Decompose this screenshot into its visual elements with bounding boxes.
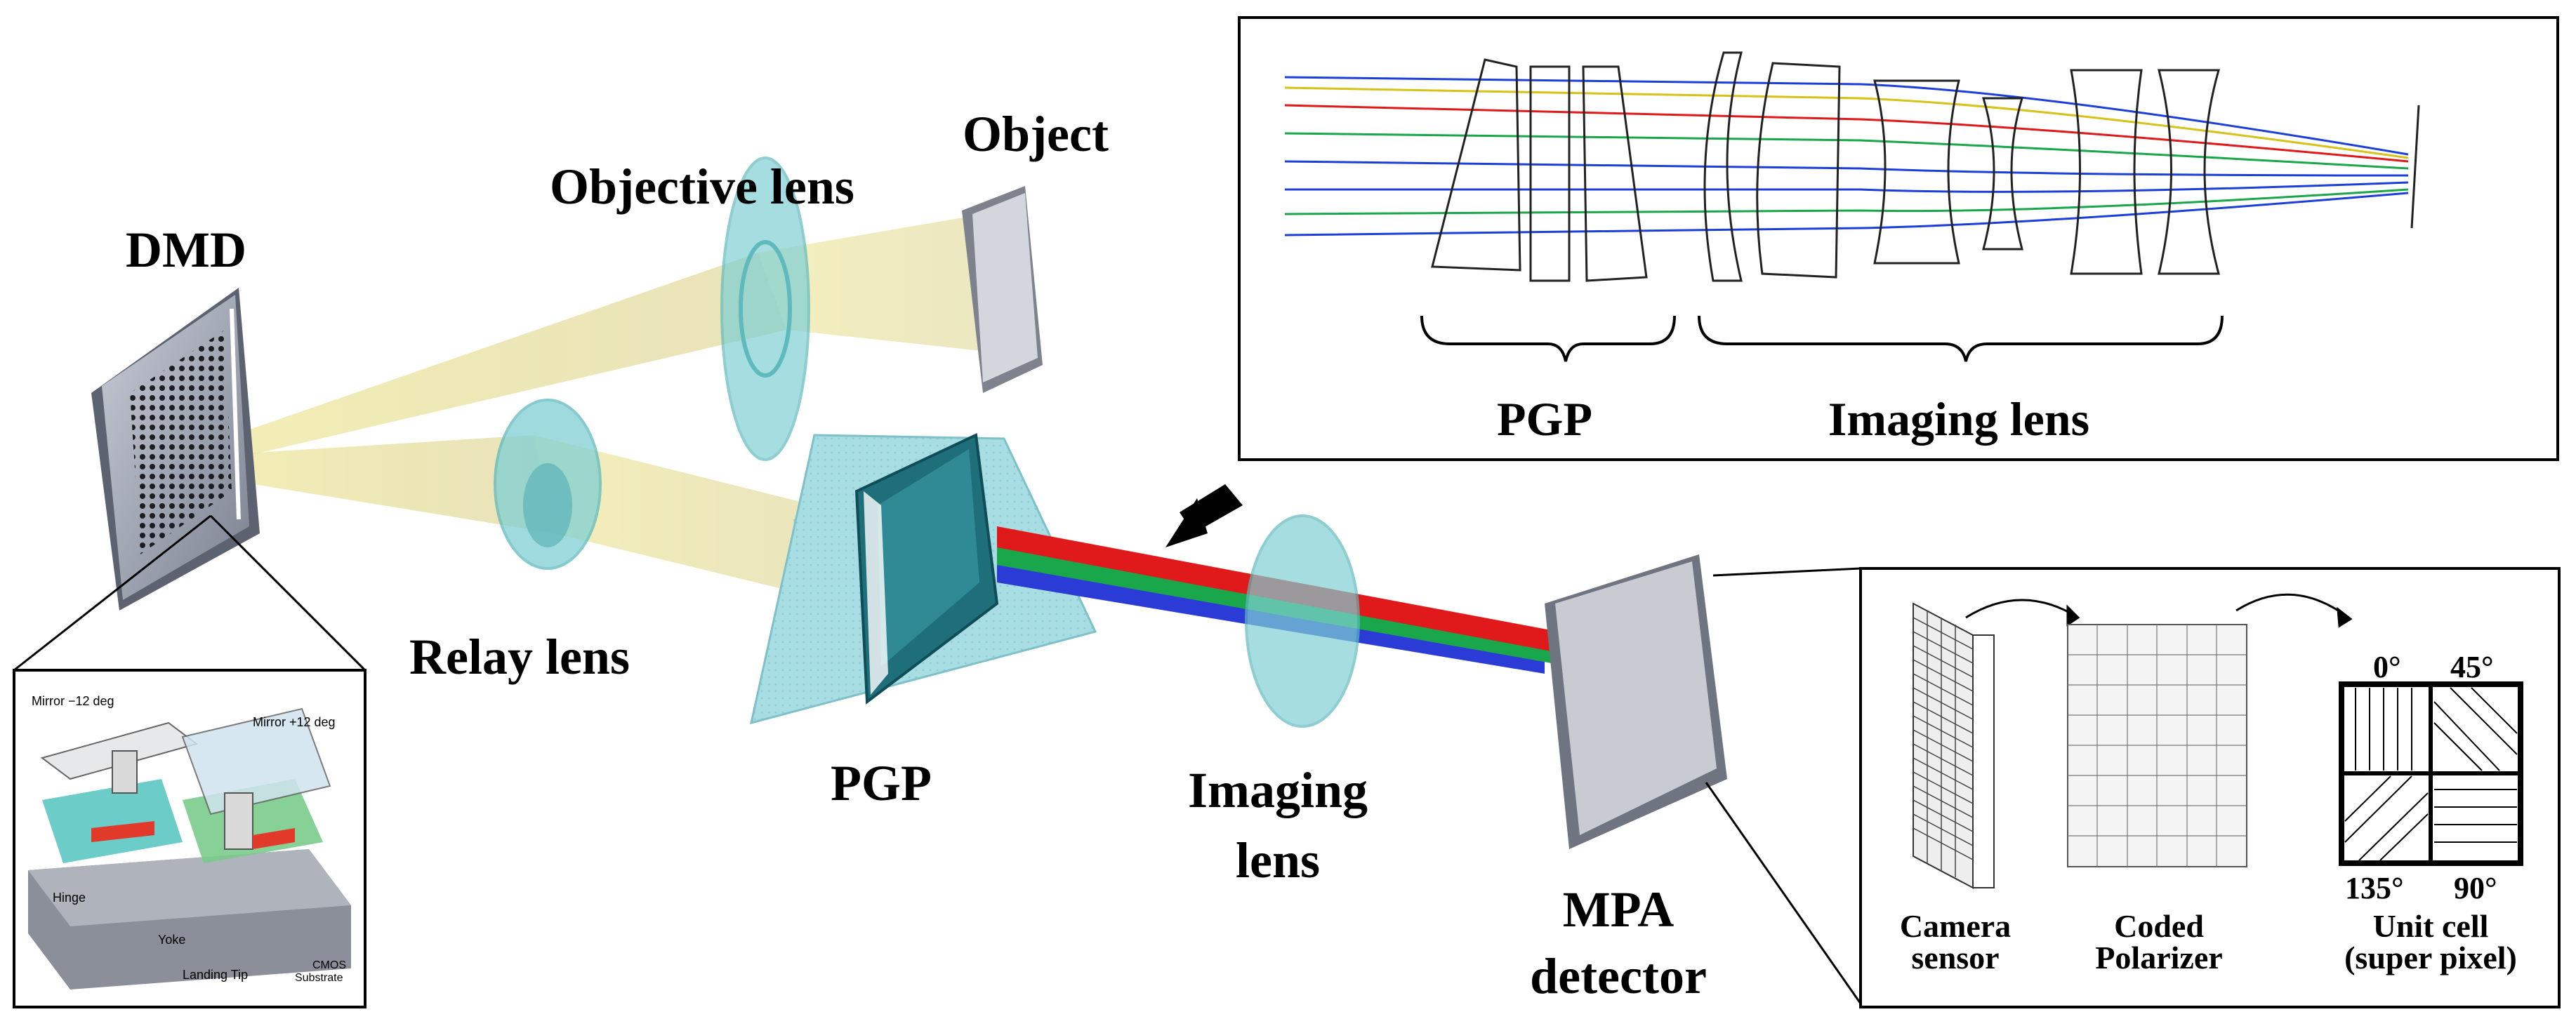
pgp-prism	[750, 433, 1097, 725]
angle-90-label: 90°	[2454, 871, 2497, 905]
inset-braces	[1420, 315, 2224, 362]
inset-lens-elements	[1431, 51, 2420, 282]
dmd-device	[91, 288, 260, 611]
inset-dmd-micromirror: Mirror −12 deg Mirror +12 deg Hinge Yoke…	[13, 669, 366, 1008]
angle-45-label: 45°	[2450, 650, 2494, 684]
imaging-lens-label-line2: lens	[1236, 832, 1320, 888]
coded-polarizer-label-line2: Polarizer	[2095, 940, 2222, 975]
object-label: Object	[963, 106, 1109, 162]
mpa-label-line1: MPA	[1563, 881, 1675, 938]
relay-lens-label: Relay lens	[409, 629, 630, 685]
imaging-lens	[1245, 514, 1360, 728]
mpa-label-line2: detector	[1530, 948, 1707, 1004]
camera-sensor	[1913, 602, 1995, 889]
unit-cell	[2339, 681, 2523, 866]
inset-optical-layout: PGP Imaging lens	[1238, 16, 2559, 461]
inset-imaging-lens-label: Imaging lens	[1828, 392, 2089, 446]
pgp-label: PGP	[831, 755, 932, 811]
mpa-detector	[1545, 554, 1727, 849]
dmd-zoom-lines	[13, 514, 366, 672]
unit-cell-label-line1: Unit cell	[2373, 908, 2489, 944]
inset-mpa-polarizer: 0° 45° 135° 90° Camera sensor Coded Pola…	[1859, 567, 2561, 1008]
angle-0-label: 0°	[2373, 650, 2401, 684]
mpa-zoom-lines	[1705, 567, 1862, 1004]
inset-rays	[1284, 76, 2409, 236]
coded-polarizer-label-line1: Coded	[2114, 908, 2204, 944]
inset-pgp-label: PGP	[1497, 392, 1592, 446]
objective-lens	[720, 156, 810, 461]
beam-dmd-to-relay	[200, 435, 843, 604]
inset-dmd-mirror-plus: Mirror +12 deg	[253, 715, 336, 729]
inset-dmd-cmos-line1: CMOS	[312, 959, 346, 971]
imaging-lens-label-line1: Imaging	[1188, 762, 1368, 818]
objective-lens-label: Objective lens	[550, 159, 854, 215]
inset-flow-arrows	[1965, 593, 2353, 628]
inset-dmd-landing-tip: Landing Tip	[183, 968, 248, 982]
object-block	[962, 186, 1043, 393]
inset-dmd-mirror-minus: Mirror −12 deg	[32, 694, 114, 708]
camera-sensor-label-line1: Camera	[1900, 908, 2011, 944]
inset-dmd-yoke: Yoke	[158, 933, 185, 947]
angle-135-label: 135°	[2345, 871, 2404, 905]
unit-cell-label-line2: (super pixel)	[2344, 940, 2517, 975]
coded-polarizer	[2067, 624, 2247, 867]
inset-dmd-cmos-line2: Substrate	[295, 972, 343, 984]
beam-dmd-to-objective	[193, 211, 1015, 467]
direction-arrow-icon	[1165, 484, 1243, 547]
camera-sensor-label-line2: sensor	[1911, 940, 1999, 975]
inset-dmd-hinge: Hinge	[53, 891, 86, 905]
dmd-label: DMD	[126, 222, 246, 278]
